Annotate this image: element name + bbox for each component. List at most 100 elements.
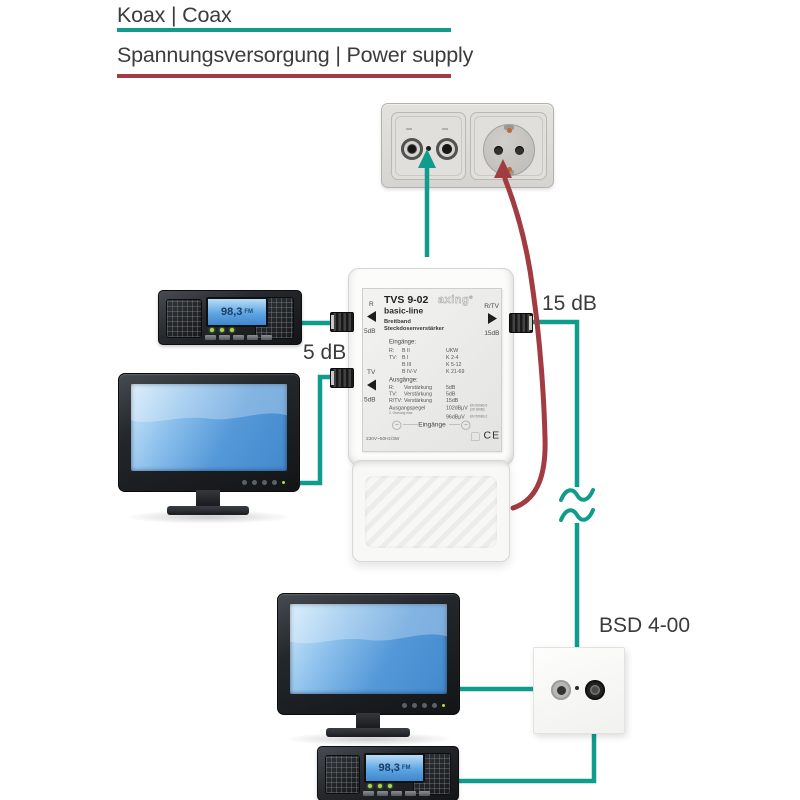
tv-stand-neck xyxy=(196,490,220,507)
level-label: Ausgangspegel xyxy=(389,405,426,411)
power-cable xyxy=(502,176,548,511)
spec-cell: Verstärkung xyxy=(404,384,433,391)
ce-mark: CE xyxy=(483,429,501,442)
axing-logo: axing® xyxy=(438,293,474,306)
r-port-name: R xyxy=(369,300,374,308)
legend-coax-label: Koax | Coax xyxy=(117,3,232,27)
tv-frame xyxy=(277,593,460,715)
socket-hole-icon xyxy=(515,146,524,155)
amplifier-label: TVS 9-02 axing® basic-line Breitband Ste… xyxy=(362,288,502,452)
schuko-notch xyxy=(504,125,514,130)
rtv-port-name: R/TV xyxy=(484,302,499,310)
tv-buttons xyxy=(402,703,445,708)
tv-frame xyxy=(118,373,300,492)
radio-buttons xyxy=(205,335,272,340)
r-input-port-icon xyxy=(330,312,354,332)
radio-leds xyxy=(210,328,234,332)
socket-hole-icon xyxy=(494,146,503,155)
radio-frequency: 98,3 xyxy=(220,306,243,318)
radio-bottom: 98,3 FM xyxy=(317,746,459,800)
outputs-title: Ausgänge: xyxy=(389,376,418,383)
radio-display: 98,3 FM xyxy=(364,753,425,783)
coax-line-tv-left xyxy=(296,374,339,486)
outlet-center-dot xyxy=(575,686,579,690)
spec-cell: B II xyxy=(402,347,410,354)
screw-icon xyxy=(461,420,471,430)
amp-model: TVS 9-02 xyxy=(384,294,429,306)
amp-type-line2: Steckdosenverstärker xyxy=(384,325,445,332)
tv-stand-base xyxy=(167,506,249,515)
spec-cell: TV: xyxy=(389,391,397,397)
tv-bottom xyxy=(277,593,460,748)
spec-cell: 5dB xyxy=(446,391,456,397)
center-label: Eingänge xyxy=(418,420,446,429)
arrow-left-icon xyxy=(367,379,376,391)
level-value-2: 96dBµV xyxy=(446,414,465,420)
legend-power-label: Spannungsversorgung | Power supply xyxy=(117,43,474,67)
power-arrow-up-icon xyxy=(494,159,512,178)
level-value-1: 102dBµV xyxy=(446,405,468,411)
rtv-output-port-icon xyxy=(509,313,533,333)
amp-type-line1: Breitband xyxy=(384,318,411,325)
spec-cell: 5dB xyxy=(446,384,456,391)
arrow-right-icon xyxy=(488,313,497,324)
tv-port-name: TV xyxy=(367,368,376,376)
screw-icon xyxy=(392,420,402,430)
legend-power-rule xyxy=(117,74,451,78)
socket-tick xyxy=(406,128,412,130)
tv-stand-neck xyxy=(356,713,380,729)
tv-buttons xyxy=(242,480,285,485)
level-note-2: EN 50083-2 xyxy=(470,415,488,419)
tv-port-gain: 5dB xyxy=(364,395,376,404)
radio-band: FM xyxy=(244,309,254,315)
spec-cell: Verstärkung xyxy=(404,397,433,404)
gain-label-left: 5 dB xyxy=(303,341,347,364)
speaker-grille-icon xyxy=(325,755,360,794)
r-port-gain: 5dB xyxy=(364,327,376,335)
coax-line-rtv-out xyxy=(517,319,580,487)
earth-clip-icon xyxy=(507,167,512,172)
radio-leds xyxy=(368,784,392,788)
spec-cell: 15dB xyxy=(446,397,459,404)
tv-input-port-icon xyxy=(330,368,354,388)
inputs-title: Eingänge: xyxy=(389,338,417,345)
radio-band: FM xyxy=(401,765,411,771)
radio-frequency: 98,3 xyxy=(378,762,400,774)
rtv-port-gain: 15dB xyxy=(484,329,500,337)
coax-male-connector-icon xyxy=(436,138,458,160)
spec-cell: UKW xyxy=(446,347,459,354)
arrow-left-icon xyxy=(367,311,376,322)
center-hole-icon xyxy=(426,146,431,151)
spec-cell: TV: xyxy=(389,354,397,361)
spec-cell: K 21-69 xyxy=(446,368,465,375)
tv-outlet-connector-icon xyxy=(551,680,571,700)
level-note-1b: (2K 60dB) xyxy=(470,408,485,412)
radio-outlet-connector-icon xyxy=(585,680,605,700)
divider xyxy=(403,424,418,425)
amp-series: basic-line xyxy=(384,306,424,316)
symbol-square-icon xyxy=(471,432,480,441)
speaker-grille-icon xyxy=(166,299,202,338)
radio-display: 98,3 FM xyxy=(206,297,268,327)
antenna-wall-outlet xyxy=(533,647,625,734)
line-break-icon xyxy=(559,508,595,522)
power-socket xyxy=(470,112,547,180)
spec-cell: B IV-V xyxy=(402,368,417,375)
amplifier-plug-section xyxy=(352,460,510,562)
legend-coax-rule xyxy=(117,28,451,32)
spec-cell: B I xyxy=(402,354,409,361)
level-sublabel: 2. Ordnung max. xyxy=(389,411,414,416)
spec-cell: R: xyxy=(389,384,395,391)
coax-female-connector-icon xyxy=(401,138,423,160)
bsd-outlet-label: BSD 4-00 xyxy=(599,614,691,637)
plug-grip-texture xyxy=(365,476,497,548)
wall-socket-combo xyxy=(381,103,554,188)
tv-screen xyxy=(290,604,447,694)
spec-cell: Verstärkung xyxy=(404,391,433,397)
spec-cell: K 2-4 xyxy=(446,354,459,361)
tv-shadow xyxy=(281,732,457,746)
tv-stand-base xyxy=(326,728,410,737)
schuko-face-icon xyxy=(483,124,535,176)
divider xyxy=(449,424,460,425)
